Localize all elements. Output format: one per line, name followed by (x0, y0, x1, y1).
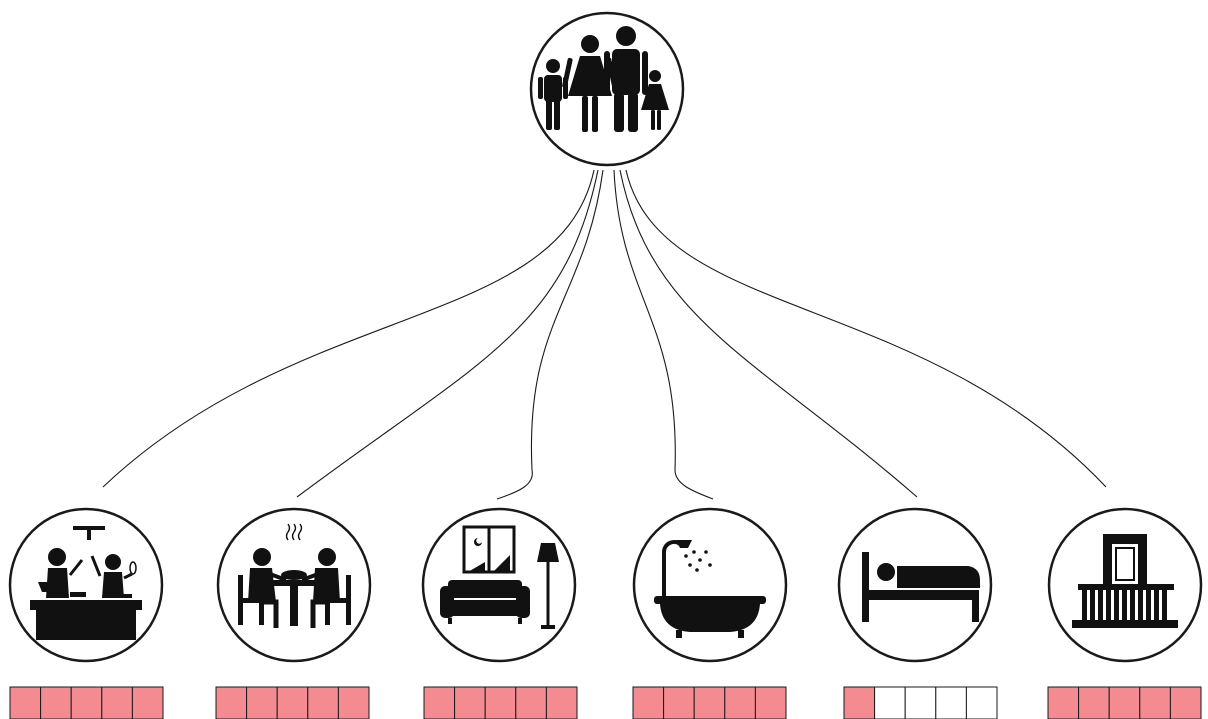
room-node-living-room (421, 507, 577, 663)
rating-strips (9, 686, 1202, 719)
connector-kitchen (102, 169, 595, 488)
room-node-kitchen (8, 507, 164, 663)
room-node-bedroom (837, 507, 993, 663)
rating-cell-empty (965, 686, 998, 719)
rating-cell-filled (131, 686, 164, 719)
connector-living-room (496, 169, 604, 500)
rating-cell-filled (724, 686, 756, 719)
rating-cell-filled (276, 686, 309, 719)
rating-cell-filled (754, 686, 787, 719)
connector-bedroom (619, 169, 918, 498)
rating-cell-filled (454, 686, 486, 719)
connector-lines (102, 169, 1107, 500)
rating-cell-filled (663, 686, 695, 719)
rating-strip-bathroom (632, 686, 787, 719)
kitchen-cooking-icon (30, 526, 142, 640)
rating-cell-filled (70, 686, 103, 719)
sofa-lamp-icon (440, 525, 559, 629)
rating-cell-filled (1169, 686, 1202, 719)
rating-cell-filled (693, 686, 726, 719)
connector-bathroom (613, 169, 714, 500)
rating-cell-empty (904, 686, 937, 719)
room-node-dining (216, 507, 372, 663)
bathtub-shower-icon (654, 540, 766, 638)
rating-cell-filled (843, 686, 876, 719)
rating-cell-filled (1139, 686, 1171, 719)
family-icon (538, 26, 669, 132)
rating-cell-filled (307, 686, 339, 719)
rating-cell-filled (545, 686, 578, 719)
rating-strip-bedroom (843, 686, 998, 719)
rating-strip-dining (215, 686, 370, 719)
connector-dining (296, 169, 599, 498)
room-nodes (8, 507, 1203, 663)
rating-cell-empty (874, 686, 906, 719)
room-node-balcony (1047, 507, 1203, 663)
rating-strip-kitchen (9, 686, 164, 719)
rating-cell-filled (632, 686, 665, 719)
bed-sleeping-icon (862, 552, 980, 622)
balcony-icon (1072, 534, 1178, 628)
family-node (529, 11, 685, 167)
rating-cell-filled (1108, 686, 1141, 719)
rating-cell-filled (246, 686, 278, 719)
rating-cell-filled (40, 686, 72, 719)
rating-cell-filled (515, 686, 547, 719)
dining-table-icon (238, 523, 351, 628)
rating-cell-filled (1047, 686, 1080, 719)
rating-cell-filled (215, 686, 248, 719)
room-node-bathroom (632, 507, 788, 663)
rating-strip-balcony (1047, 686, 1202, 719)
rating-strip-living-room (423, 686, 578, 719)
rating-cell-filled (9, 686, 42, 719)
rating-cell-filled (423, 686, 456, 719)
connector-balcony (625, 169, 1107, 488)
rating-cell-filled (1078, 686, 1110, 719)
rating-cell-filled (337, 686, 370, 719)
rating-cell-filled (484, 686, 517, 719)
rating-cell-empty (935, 686, 967, 719)
rating-cell-filled (101, 686, 133, 719)
